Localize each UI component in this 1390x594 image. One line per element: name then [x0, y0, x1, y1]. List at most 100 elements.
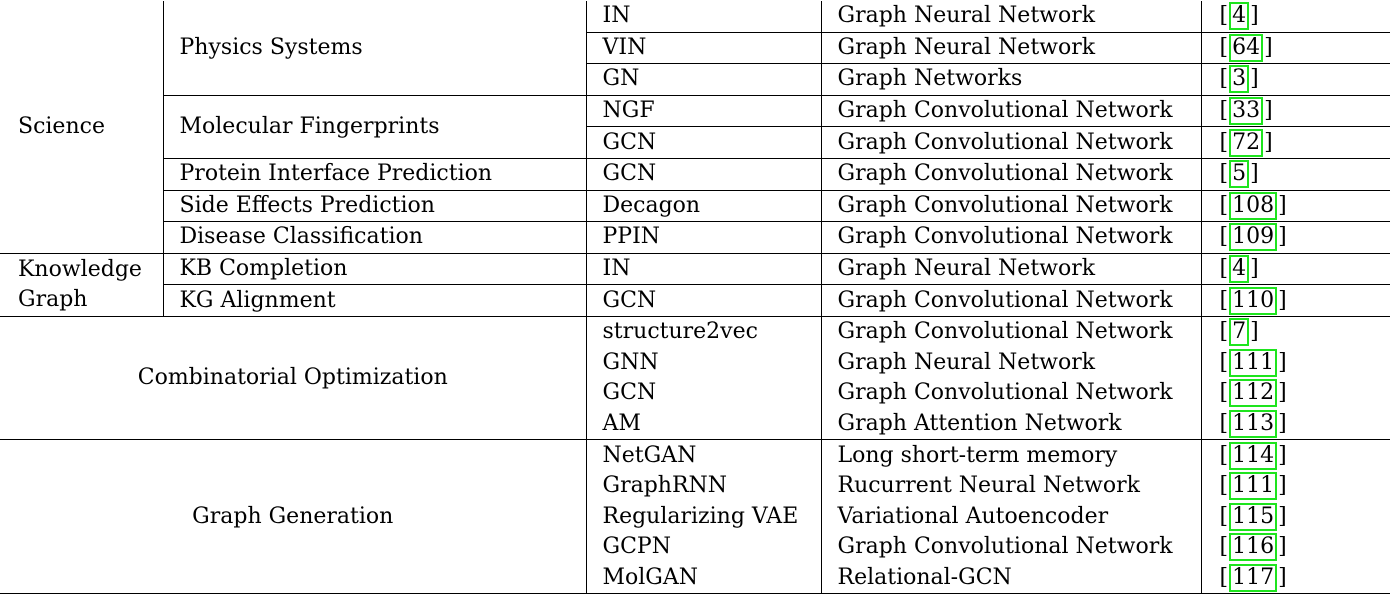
- citation-link[interactable]: 4: [1229, 255, 1250, 284]
- architecture-cell: Graph Convolutional Network: [820, 189, 1201, 222]
- architecture-cell: Graph Convolutional Network: [820, 532, 1201, 563]
- citation-link[interactable]: 108: [1229, 191, 1278, 220]
- architecture-cell: Variational Autoencoder: [820, 501, 1201, 533]
- citation-link[interactable]: 115: [1229, 502, 1278, 531]
- algorithm-cell: IN: [585, 252, 821, 285]
- architecture-cell: Rucurrent Neural Network: [820, 470, 1201, 502]
- algorithm-cell: GCN: [585, 378, 821, 409]
- architecture-cell: Graph Neural Network: [820, 31, 1201, 64]
- citation-link[interactable]: 7: [1229, 318, 1250, 347]
- architecture-cell: Graph Neural Network: [820, 252, 1201, 285]
- algorithm-cell: GCN: [585, 126, 821, 159]
- algorithm-cell: GCPN: [585, 532, 821, 563]
- citation-link[interactable]: 112: [1229, 379, 1278, 408]
- application-cell: Side Effects Prediction: [162, 189, 586, 222]
- algorithm-cell: Regularizing VAE: [585, 501, 821, 533]
- application-cell: Protein Interface Prediction: [162, 157, 586, 191]
- algorithm-cell: NGF: [585, 94, 821, 127]
- algorithm-cell: Decagon: [585, 189, 821, 222]
- application-cell: Physics Systems: [162, 1, 586, 96]
- citation-link[interactable]: 72: [1229, 128, 1264, 157]
- reference-cell: [111]: [1200, 470, 1390, 502]
- citation-link[interactable]: 5: [1229, 160, 1250, 189]
- algorithm-cell: GNN: [585, 347, 821, 379]
- architecture-cell: Graph Convolutional Network: [820, 315, 1201, 348]
- reference-cell: [113]: [1200, 408, 1390, 440]
- application-cell: KB Completion: [162, 252, 586, 285]
- reference-cell: [4]: [1200, 1, 1390, 33]
- algorithm-cell: GCN: [585, 157, 821, 191]
- area-cell: Graph Generation: [0, 439, 586, 594]
- reference-cell: [115]: [1200, 501, 1390, 533]
- architecture-cell: Graph Neural Network: [820, 347, 1201, 379]
- algorithm-cell: GN: [585, 63, 821, 96]
- architecture-cell: Long short-term memory: [820, 439, 1201, 471]
- application-cell: KG Alignment: [162, 284, 586, 317]
- citation-link[interactable]: 111: [1229, 472, 1278, 501]
- architecture-cell: Graph Convolutional Network: [820, 157, 1201, 191]
- citation-link[interactable]: 109: [1229, 223, 1278, 252]
- algorithm-cell: MolGAN: [585, 562, 821, 594]
- algorithm-cell: AM: [585, 408, 821, 440]
- citation-link[interactable]: 114: [1229, 441, 1278, 470]
- reference-cell: [72]: [1200, 126, 1390, 159]
- reference-cell: [116]: [1200, 532, 1390, 563]
- citation-link[interactable]: 117: [1229, 563, 1278, 592]
- area-label: Knowledge Graph: [18, 256, 142, 312]
- citation-link[interactable]: 4: [1229, 2, 1250, 31]
- algorithm-cell: GraphRNN: [585, 470, 821, 502]
- algorithm-cell: NetGAN: [585, 439, 821, 471]
- architecture-cell: Graph Convolutional Network: [820, 378, 1201, 409]
- architecture-cell: Graph Networks: [820, 63, 1201, 96]
- reference-cell: [111]: [1200, 347, 1390, 379]
- area-cell: Science: [18, 113, 105, 139]
- reference-cell: [108]: [1200, 189, 1390, 222]
- reference-cell: [64]: [1200, 31, 1390, 64]
- architecture-cell: Relational-GCN: [820, 562, 1201, 594]
- citation-link[interactable]: 64: [1229, 33, 1264, 62]
- reference-cell: [33]: [1200, 94, 1390, 127]
- citation-link[interactable]: 110: [1229, 286, 1278, 315]
- reference-cell: [5]: [1200, 157, 1390, 191]
- citation-link[interactable]: 111: [1229, 348, 1278, 377]
- architecture-cell: Graph Convolutional Network: [820, 94, 1201, 127]
- architecture-cell: Graph Neural Network: [820, 1, 1201, 33]
- algorithm-cell: structure2vec: [585, 315, 821, 348]
- area-cell: Combinatorial Optimization: [0, 315, 586, 440]
- application-cell: Molecular Fingerprints: [162, 94, 586, 159]
- reference-cell: [117]: [1200, 562, 1390, 594]
- citation-link[interactable]: 113: [1229, 410, 1278, 439]
- reference-cell: [109]: [1200, 221, 1390, 254]
- reference-cell: [114]: [1200, 439, 1390, 471]
- citation-link[interactable]: 116: [1229, 533, 1278, 562]
- reference-cell: [110]: [1200, 284, 1390, 317]
- citation-link[interactable]: 3: [1229, 65, 1250, 94]
- algorithm-cell: PPIN: [585, 221, 821, 254]
- algorithm-cell: IN: [585, 1, 821, 33]
- area-cell: Knowledge Graph: [0, 252, 163, 317]
- reference-cell: [7]: [1200, 315, 1390, 348]
- architecture-cell: Graph Convolutional Network: [820, 221, 1201, 254]
- reference-cell: [4]: [1200, 252, 1390, 285]
- citation-link[interactable]: 33: [1229, 97, 1264, 126]
